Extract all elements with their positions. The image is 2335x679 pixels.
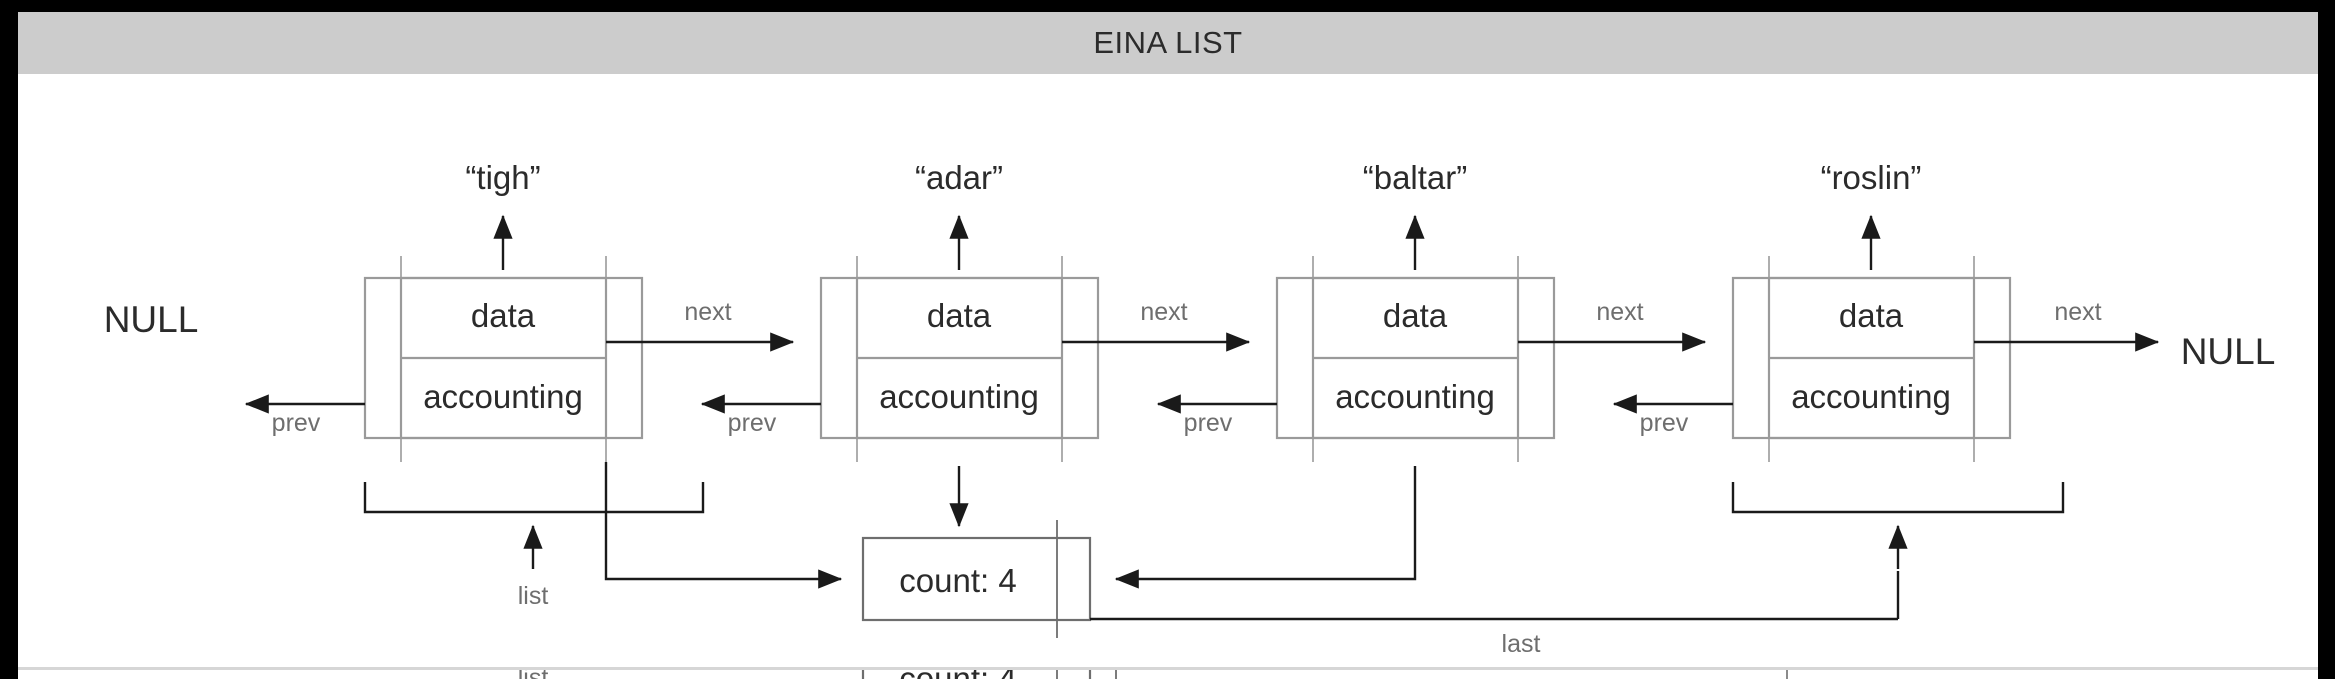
bottom-strip-count-label: count: 4 [899, 667, 1016, 679]
next-label-4: next [2054, 298, 2101, 326]
null-left-label: NULL [104, 299, 199, 340]
node-4-data-label: data [1839, 297, 1904, 334]
node-1-value-label: “tigh” [465, 159, 540, 196]
prev-label-3: prev [1184, 409, 1233, 437]
node-2-data-label: data [927, 297, 992, 334]
prev-label-4: prev [1640, 409, 1689, 437]
node-1-accounting-label: accounting [423, 378, 583, 415]
next-label-1: next [684, 298, 731, 326]
window-titlebar: EINA LIST [18, 12, 2318, 74]
list-node-2: data accounting [819, 256, 1100, 462]
node-3-accounting-label: accounting [1335, 378, 1495, 415]
list-pointer-label: list [518, 582, 549, 610]
bottom-strip-list-label: list [518, 667, 549, 679]
list-header-count-box: count: 4 [861, 520, 1092, 638]
list-node-4: data accounting [1731, 256, 2012, 462]
next-label-3: next [1596, 298, 1643, 326]
list-pointer-bracket: list [363, 482, 705, 610]
diagram-canvas: data accounting “tigh” NULL prev next [18, 74, 2318, 679]
last-pointer-bracket [1731, 482, 2065, 569]
document-page: EINA LIST [18, 12, 2318, 679]
next-label-2: next [1140, 298, 1187, 326]
node-1-data-label: data [471, 297, 536, 334]
count-value-label: count: 4 [899, 562, 1016, 599]
bottom-cutoff-strip: list count: 4 [18, 667, 2318, 679]
prev-label-2: prev [728, 409, 777, 437]
list-node-3: data accounting [1275, 256, 1556, 462]
node-4-accounting-label: accounting [1791, 378, 1951, 415]
last-pointer-label: last [1502, 630, 1541, 658]
page-title: EINA LIST [1093, 25, 1243, 60]
list-node-1: data accounting [363, 256, 644, 462]
node-3-data-label: data [1383, 297, 1448, 334]
node-2-value-label: “adar” [915, 159, 1003, 196]
node-4-value-label: “roslin” [1821, 159, 1922, 196]
prev-label-1: prev [272, 409, 321, 437]
null-right-label: NULL [2181, 331, 2276, 372]
node-3-value-label: “baltar” [1363, 159, 1468, 196]
node-2-accounting-label: accounting [879, 378, 1039, 415]
